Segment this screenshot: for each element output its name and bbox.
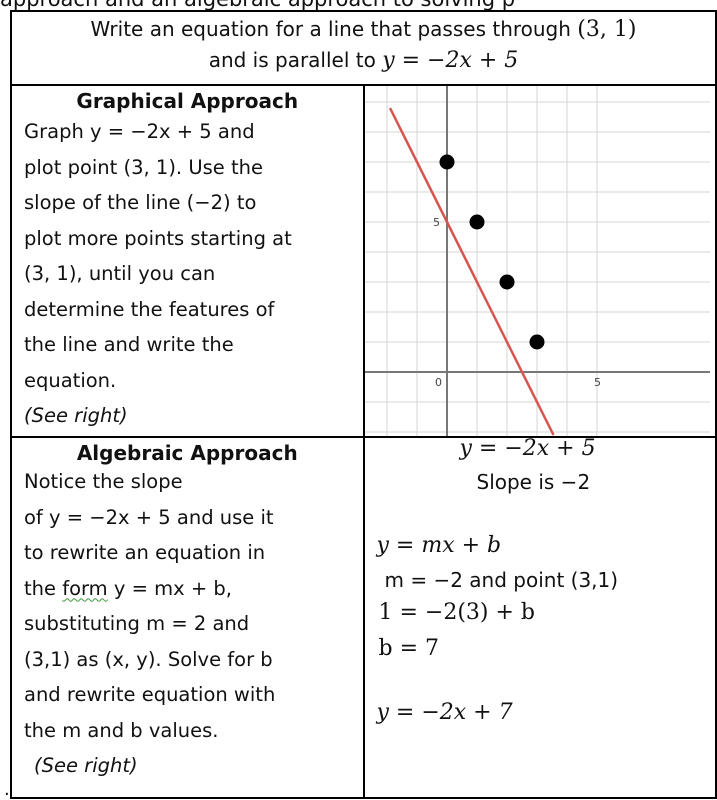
y-tick-label: 5 (433, 216, 440, 229)
plotted-point (439, 154, 454, 170)
graph-cell: 0 5 5 (362, 84, 717, 438)
plotted-point (469, 214, 484, 230)
graphical-line: slope of the line (−2) to (24, 191, 257, 214)
solution-form: y = mx + b (376, 533, 502, 558)
plotted-point (529, 334, 544, 350)
problem-line-2: and is parallel to y = −2x + 5 (12, 45, 715, 76)
x-tick-label: 5 (594, 376, 601, 389)
graphical-description: Graph y = −2x + 5 and plot point (3, 1).… (12, 114, 363, 434)
solution-plug-in: 1 = −2(3) + b (378, 600, 536, 625)
side-dot: . (4, 779, 10, 800)
algebraic-line-5: substituting m = 2 and (24, 612, 250, 635)
algebraic-line-4: the form y = mx + b, (24, 571, 359, 607)
algebraic-solution-cell: y = −2x + 5 Slope is −2 y = mx + b m = −… (362, 436, 717, 799)
algebraic-heading: Algebraic Approach (76, 441, 298, 465)
coordinate-graph: 0 5 5 (364, 86, 710, 436)
graphical-line: equation. (24, 368, 117, 392)
spellcheck-word-form: form (62, 576, 108, 600)
algebraic-approach-cell: Algebraic Approach Notice the slope of y… (10, 436, 365, 799)
graphical-line: determine the features of (24, 297, 275, 321)
graphed-line (388, 107, 555, 436)
plotted-point (499, 274, 514, 290)
problem-statement: Write an equation for a line that passes… (10, 10, 717, 86)
algebraic-line-6: (3,1) as (x, y). Solve for b (24, 647, 273, 671)
worksheet-table: Write an equation for a line that passes… (10, 10, 717, 799)
graphical-line: plot more points starting at (24, 226, 292, 250)
problem-line-1-text: Write an equation for a line that passes… (90, 17, 578, 41)
problem-equation: y = −2x + 5 (382, 48, 519, 73)
graphical-see-right: (See right) (24, 404, 128, 427)
x-tick-label: 0 (435, 376, 442, 389)
problem-point: (3, 1) (577, 17, 637, 42)
graphical-line: Graph y = −2x + 5 and (24, 120, 255, 143)
graphical-line: plot point (3, 1). Use the (24, 155, 263, 179)
algebraic-line-4-prefix: the (24, 576, 63, 600)
algebraic-description: Notice the slope of y = −2x + 5 and use … (12, 464, 363, 784)
algebraic-line-8: the m and b values. (24, 718, 219, 742)
graphical-line: (3, 1), until you can (24, 262, 216, 285)
problem-line-1: Write an equation for a line that passes… (12, 14, 715, 45)
algebraic-see-right: (See right) (34, 754, 138, 777)
solution-original-equation: y = −2x + 5 (459, 436, 596, 461)
graphical-approach-cell: Graphical Approach Graph y = −2x + 5 and… (10, 84, 365, 438)
algebraic-line-2: of y = −2x + 5 and use it (24, 505, 274, 529)
algebraic-line-7: and rewrite equation with (24, 683, 276, 706)
algebraic-line-3: to rewrite an equation in (24, 541, 266, 564)
algebraic-line-4-equation: y = mx + b, (107, 576, 232, 600)
solution-b-value: b = 7 (378, 636, 440, 661)
solution-final-equation: y = −2x + 7 (376, 700, 513, 725)
cut-off-header-text: approach and an algebraic approach to so… (0, 0, 717, 11)
algebraic-line-1: Notice the slope (24, 470, 183, 493)
solution-slope-text: Slope is −2 (476, 470, 591, 494)
problem-line-2-text: and is parallel to (208, 48, 383, 72)
solution-substitution: m = −2 and point (3,1) (384, 568, 619, 592)
graphical-heading: Graphical Approach (76, 89, 299, 113)
graphical-line: the line and write the (24, 333, 234, 356)
